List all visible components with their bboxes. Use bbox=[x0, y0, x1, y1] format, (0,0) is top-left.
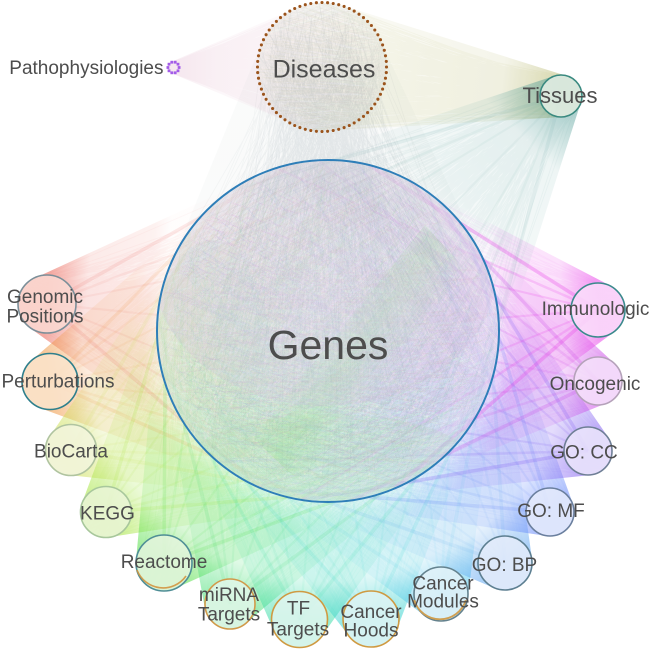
svg-text:Positions: Positions bbox=[6, 307, 83, 328]
svg-text:Cancer: Cancer bbox=[340, 602, 402, 623]
svg-text:GO: MF: GO: MF bbox=[517, 501, 585, 522]
svg-text:Genomic: Genomic bbox=[7, 287, 83, 308]
svg-text:Immunologic: Immunologic bbox=[542, 299, 650, 320]
svg-text:Pathophysiologies: Pathophysiologies bbox=[9, 58, 163, 79]
svg-text:Hoods: Hoods bbox=[344, 621, 399, 642]
svg-text:Tissues: Tissues bbox=[523, 83, 598, 108]
svg-text:Genes: Genes bbox=[268, 322, 389, 368]
svg-text:GO: CC: GO: CC bbox=[550, 443, 618, 464]
svg-text:TF: TF bbox=[287, 599, 310, 620]
svg-text:Reactome: Reactome bbox=[121, 552, 208, 573]
svg-text:Modules: Modules bbox=[407, 592, 479, 613]
svg-text:Oncogenic: Oncogenic bbox=[550, 374, 641, 395]
svg-text:Cancer: Cancer bbox=[412, 574, 474, 595]
svg-text:GO: BP: GO: BP bbox=[472, 555, 537, 576]
svg-text:BioCarta: BioCarta bbox=[34, 442, 108, 463]
svg-text:Targets: Targets bbox=[198, 605, 260, 626]
svg-text:KEGG: KEGG bbox=[80, 504, 135, 525]
svg-text:Targets: Targets bbox=[267, 620, 329, 641]
svg-text:Perturbations: Perturbations bbox=[1, 372, 114, 393]
svg-text:Diseases: Diseases bbox=[273, 56, 376, 84]
svg-text:miRNA: miRNA bbox=[199, 585, 259, 606]
